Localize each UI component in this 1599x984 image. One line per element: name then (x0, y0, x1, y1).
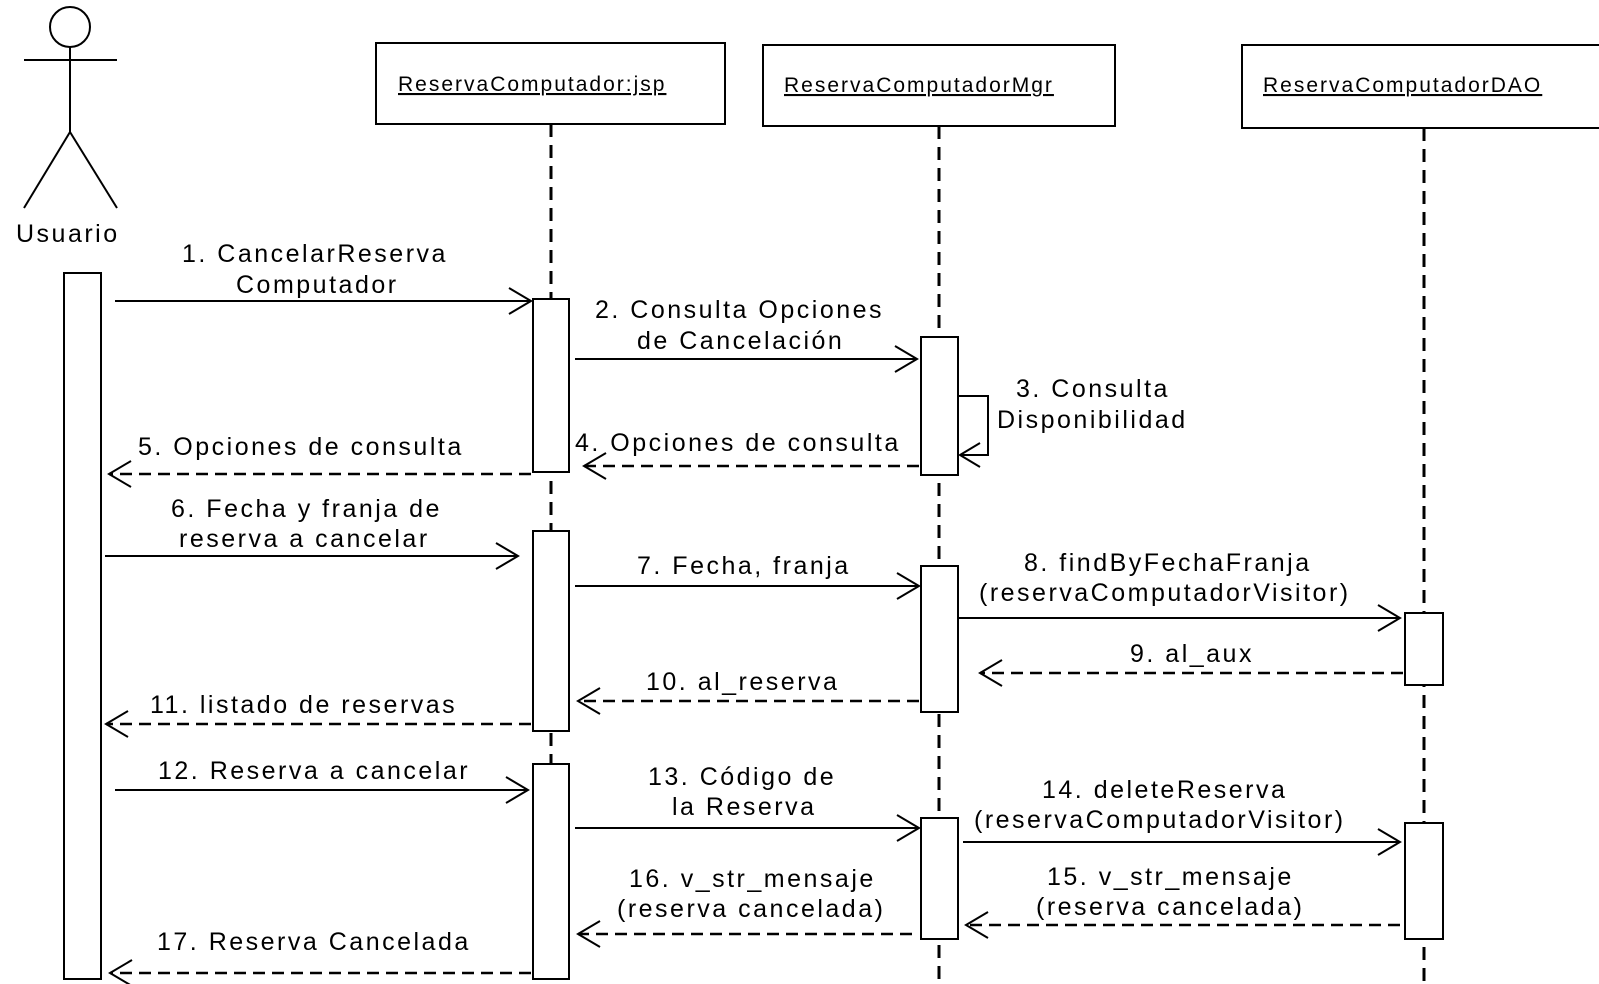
activation-mgr-3 (920, 817, 959, 940)
arrowhead (104, 710, 129, 738)
message-label-line: (reserva cancelada) (1036, 893, 1304, 921)
message-5: 5. Opciones de consulta (107, 433, 531, 488)
message-label-line: 7. Fecha, franja (637, 552, 851, 580)
message-14: 14. deleteReserva (reservaComputadorVisi… (963, 776, 1402, 856)
arrowhead (576, 920, 601, 948)
message-label-line: 4. Opciones de consulta (575, 429, 901, 457)
message-label-line: 9. al_aux (1130, 640, 1254, 668)
actor-head (49, 6, 91, 48)
self-call-loop (958, 395, 989, 456)
arrowhead (495, 542, 520, 570)
participant-label: ReservaComputador:jsp (398, 73, 666, 96)
message-label-line: 5. Opciones de consulta (138, 433, 464, 461)
message-label-line: Disponibilidad (997, 406, 1188, 434)
message-label-line: 8. findByFechaFranja (1024, 549, 1312, 577)
actor-label: Usuario (16, 220, 120, 248)
activation-jsp-1 (532, 298, 570, 473)
participant-label: ReservaComputadorMgr (784, 74, 1054, 97)
message-9: 9. al_aux (978, 640, 1403, 687)
arrowhead (896, 572, 921, 600)
message-12: 12. Reserva a cancelar (115, 757, 530, 804)
message-8: 8. findByFechaFranja (reservaComputadorV… (958, 549, 1402, 632)
message-2: 2. Consulta Opciones de Cancelación (575, 296, 919, 373)
arrowhead (1377, 604, 1402, 632)
message-1: 1. CancelarReserva Computador (115, 240, 533, 315)
message-label-line: (reservaComputadorVisitor) (979, 579, 1351, 607)
participant-box (762, 44, 1116, 127)
message-label-line: de Cancelación (637, 327, 844, 355)
actor-usuario: Usuario (16, 6, 120, 248)
arrowhead (108, 959, 133, 984)
activation-mgr-2 (920, 565, 959, 713)
activation-jsp-2 (532, 530, 570, 732)
actor-right-leg (69, 131, 118, 209)
activation-mgr-1 (920, 336, 959, 476)
arrowhead (508, 287, 533, 315)
participant-jsp: ReservaComputador:jsp (375, 42, 726, 125)
arrowhead (894, 345, 919, 373)
message-label-line: 13. Código de (648, 763, 836, 791)
message-3: 3. Consulta Disponibilidad (958, 375, 1188, 468)
message-label-line: 3. Consulta (1016, 375, 1170, 403)
message-label-line: la Reserva (672, 793, 817, 821)
arrowhead (958, 442, 981, 468)
message-label-line: 1. CancelarReserva (182, 240, 448, 268)
activation-dao-1 (1404, 612, 1444, 686)
message-7: 7. Fecha, franja (575, 552, 921, 600)
activation-dao-2 (1404, 822, 1444, 940)
message-label-line: 6. Fecha y franja de (171, 495, 442, 523)
message-label-line: reserva a cancelar (179, 525, 430, 553)
participant-box (1241, 44, 1599, 129)
message-4: 4. Opciones de consulta (575, 429, 919, 480)
message-label-line: (reservaComputadorVisitor) (974, 806, 1346, 834)
arrowhead (964, 911, 989, 939)
message-10: 10. al_reserva (576, 668, 919, 715)
participant-dao: ReservaComputadorDAO (1241, 44, 1599, 129)
message-15: 15. v_str_mensaje (reserva cancelada) (964, 863, 1400, 939)
participant-box (375, 42, 726, 125)
message-label-line: (reserva cancelada) (617, 895, 885, 923)
message-label-line: 14. deleteReserva (1042, 776, 1287, 804)
message-6: 6. Fecha y franja de reserva a cancelar (105, 495, 520, 570)
message-label-line: 12. Reserva a cancelar (158, 757, 470, 785)
message-label-line: 16. v_str_mensaje (629, 865, 876, 893)
message-label-line: 2. Consulta Opciones (595, 296, 884, 324)
message-13: 13. Código de la Reserva (575, 763, 921, 842)
arrowhead (582, 452, 607, 480)
activation-jsp-3 (532, 763, 570, 980)
message-16: 16. v_str_mensaje (reserva cancelada) (576, 865, 912, 948)
message-label-line: 11. listado de reservas (150, 691, 457, 719)
arrowhead (1377, 828, 1402, 856)
activation-usuario (63, 272, 102, 980)
participant-label: ReservaComputadorDAO (1263, 74, 1542, 97)
arrowhead (576, 687, 601, 715)
arrowhead (107, 460, 132, 488)
message-label-line: Computador (236, 271, 399, 299)
arrowhead (896, 814, 921, 842)
message-11: 11. listado de reservas (104, 691, 531, 738)
actor-left-leg (23, 131, 71, 209)
message-17: 17. Reserva Cancelada (108, 928, 531, 984)
message-label-line: 17. Reserva Cancelada (157, 928, 471, 956)
message-label-line: 10. al_reserva (646, 668, 839, 696)
message-label-line: 15. v_str_mensaje (1047, 863, 1294, 891)
arrowhead (978, 659, 1003, 687)
participant-mgr: ReservaComputadorMgr (762, 44, 1116, 127)
arrowhead (505, 776, 530, 804)
